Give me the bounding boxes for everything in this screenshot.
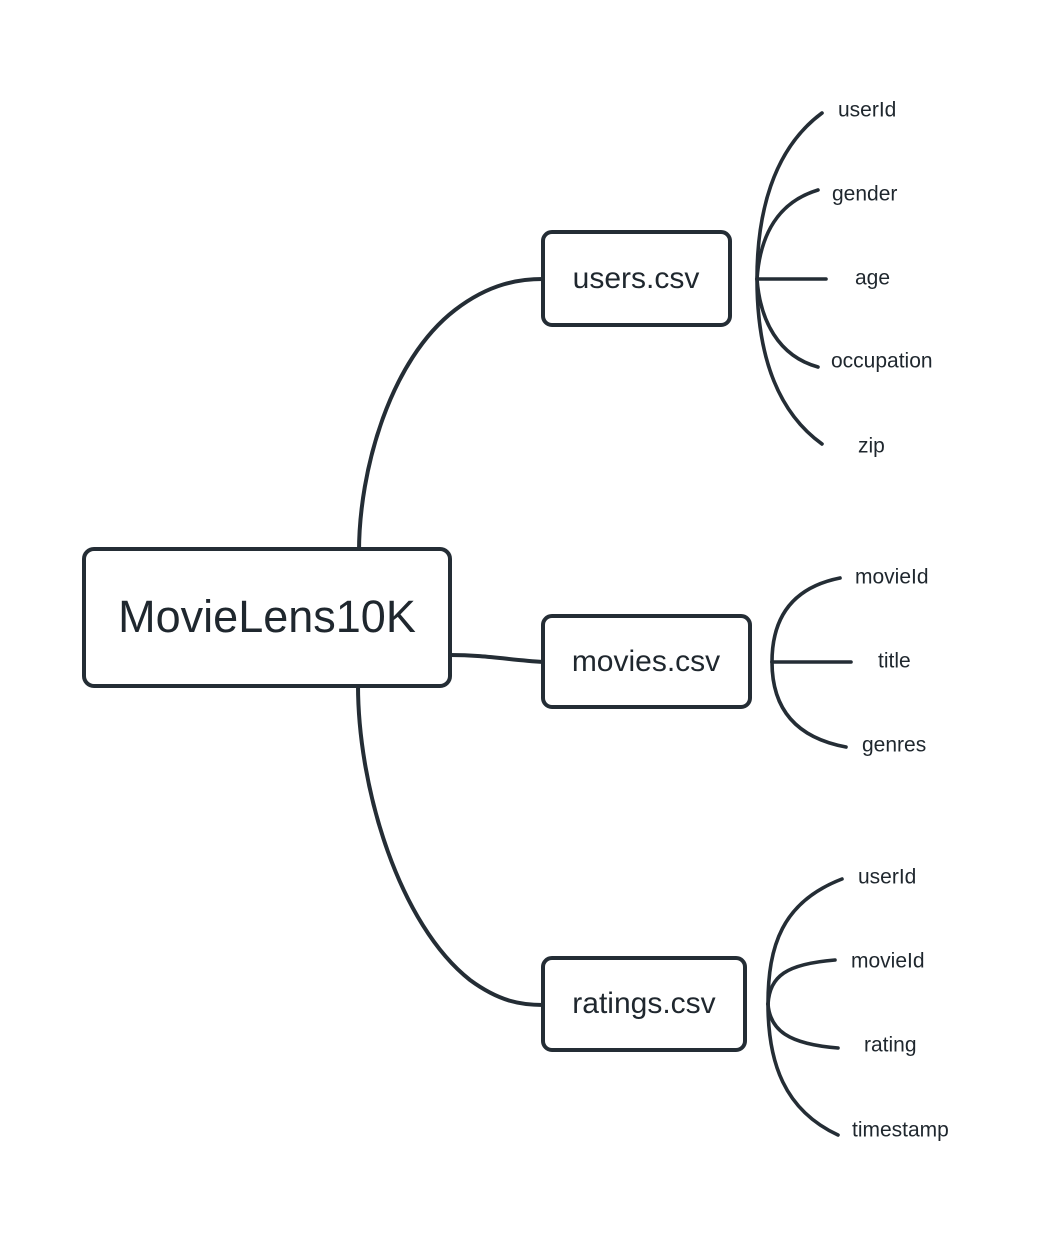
ratings-leaf-labels: userId movieId rating timestamp <box>851 866 949 1142</box>
branch-node-ratings-label: ratings.csv <box>572 987 715 1020</box>
root-node[interactable]: MovieLens10K <box>82 547 452 688</box>
edge-movies-movieId <box>770 576 842 664</box>
users-leaf-labels: userId gender age occupation zip <box>831 99 933 458</box>
branch-node-users-label: users.csv <box>573 262 700 295</box>
leaf-label-movies-title: title <box>878 650 911 673</box>
leaf-label-users-age: age <box>855 267 890 290</box>
edge-root-to-users <box>357 277 545 554</box>
root-node-box[interactable] <box>82 547 452 688</box>
edge-root-to-movies <box>448 653 545 664</box>
edge-ratings-movieId <box>766 958 837 1006</box>
branch-node-ratings[interactable]: ratings.csv <box>541 956 747 1052</box>
leaf-label-ratings-movieid: movieId <box>851 950 925 973</box>
branch-node-movies-label: movies.csv <box>572 645 720 678</box>
edge-root-to-ratings <box>356 683 545 1007</box>
leaf-label-ratings-rating: rating <box>864 1034 917 1057</box>
users-leaf-edges <box>755 111 828 446</box>
branch-node-ratings-box[interactable] <box>541 956 747 1052</box>
edge-users-zip <box>755 277 824 446</box>
edge-users-gender <box>755 188 820 281</box>
leaf-label-users-userid: userId <box>838 99 896 122</box>
edge-ratings-userId <box>766 877 844 1006</box>
leaf-label-users-gender: gender <box>832 183 897 206</box>
leaf-label-movies-genres: genres <box>862 734 926 757</box>
root-node-label: MovieLens10K <box>118 591 416 642</box>
branch-node-users[interactable]: users.csv <box>541 230 732 327</box>
branch-node-movies-box[interactable] <box>541 614 752 709</box>
leaf-label-users-occupation: occupation <box>831 350 933 373</box>
edge-ratings-rating <box>766 1002 840 1050</box>
movies-leaf-edges <box>770 576 853 749</box>
leaf-label-ratings-userid: userId <box>858 866 916 889</box>
leaf-label-movies-movieid: movieId <box>855 566 929 589</box>
edge-movies-genres <box>770 660 848 749</box>
edge-users-userId <box>755 111 824 281</box>
edge-ratings-timestamp <box>766 1002 840 1137</box>
leaf-label-ratings-timestamp: timestamp <box>852 1119 949 1142</box>
root-edges <box>356 277 545 1007</box>
leaf-label-users-zip: zip <box>858 435 885 458</box>
branch-node-movies[interactable]: movies.csv <box>541 614 752 709</box>
movies-leaf-labels: movieId title genres <box>855 566 929 757</box>
branch-node-users-box[interactable] <box>541 230 732 327</box>
ratings-leaf-edges <box>766 877 844 1137</box>
